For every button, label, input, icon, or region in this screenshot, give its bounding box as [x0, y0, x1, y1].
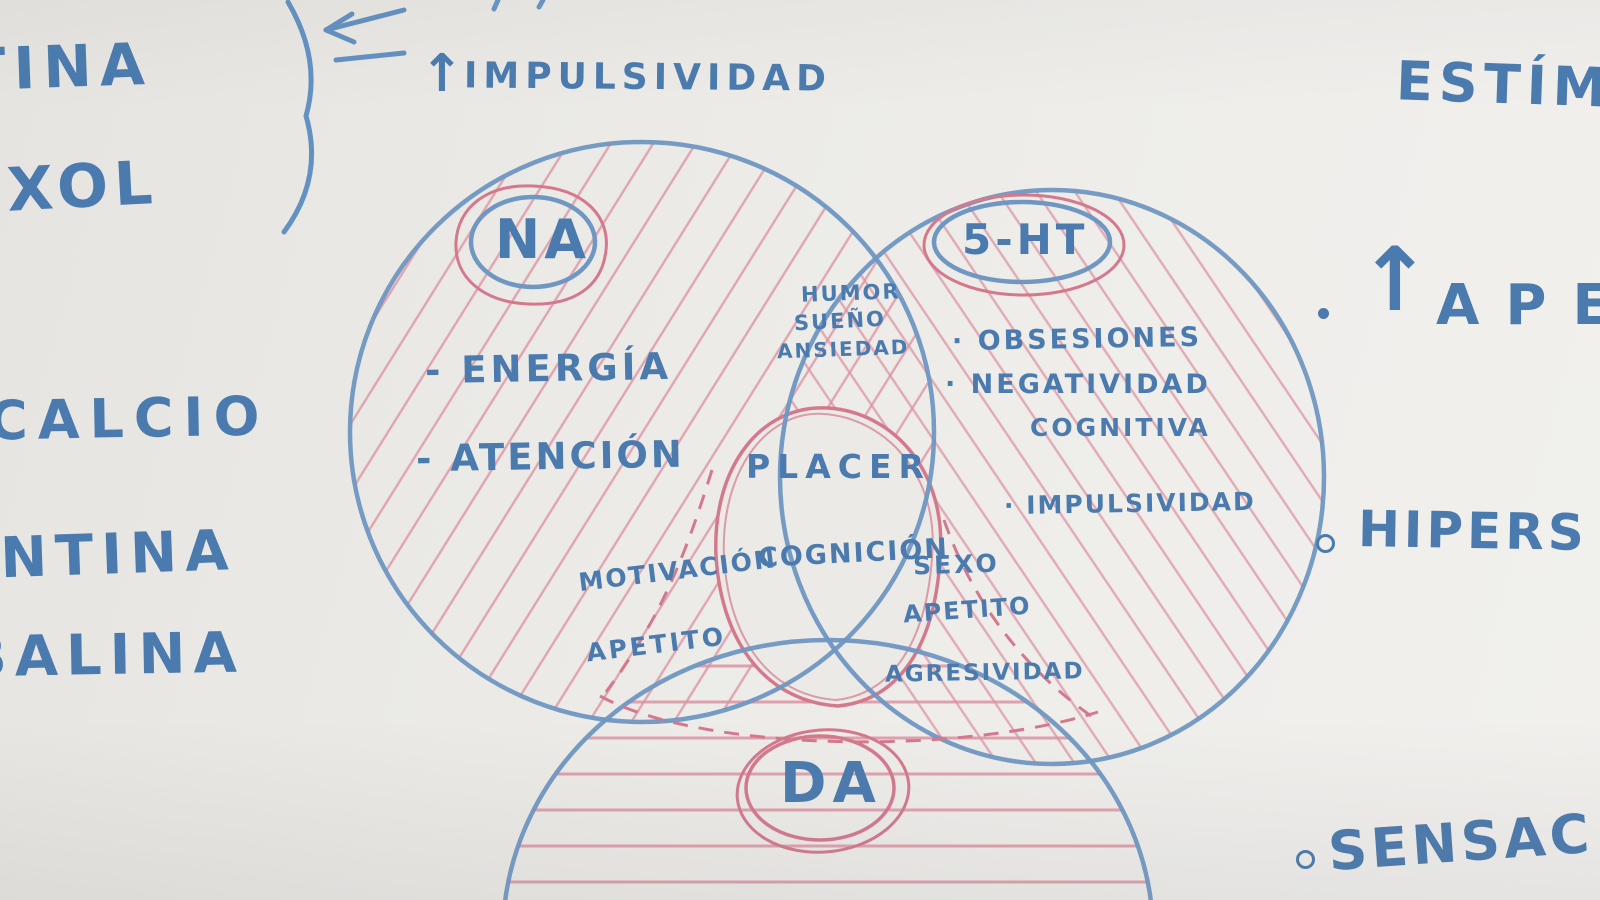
- da-label-oval-pink-outer: [735, 728, 911, 854]
- na-label-oval-pink: [454, 184, 608, 306]
- top-impulsividad-label: IMPULSIVIDAD: [463, 55, 833, 100]
- center-blob-retrace: [722, 412, 934, 702]
- dashed-left-boundary: [604, 469, 714, 693]
- left-note: TINA: [0, 29, 154, 105]
- left-note: EXOL: [0, 147, 161, 229]
- top-cutoff-strokes: [491, 0, 546, 12]
- serotonin-label-oval-blue: [931, 199, 1113, 285]
- dashed-bottom-boundary: [599, 694, 1099, 744]
- serotonin-label-oval-pink: [922, 193, 1126, 297]
- serotonin-item: COGNITIVA: [1030, 413, 1211, 442]
- na-circle: [347, 139, 937, 725]
- bullet-circle: [1316, 534, 1335, 553]
- da-label-oval-pink-inner: [744, 734, 896, 842]
- overlap-na-5ht-line: ANSIEDAD: [776, 334, 910, 364]
- overlap-5ht-da-line: AGRESIVIDAD: [884, 658, 1085, 688]
- serotonin-item: · OBSESIONES: [951, 321, 1203, 358]
- left-note: BALINA: [0, 620, 246, 691]
- left-note: ENTINA: [0, 518, 238, 593]
- na-item: - ATENCIÓN: [415, 432, 686, 481]
- na-item: - ENERGÍA: [424, 344, 673, 393]
- up-arrow-icon: ↑: [420, 44, 464, 104]
- center-line: PLACER: [746, 447, 931, 486]
- left-note: CALCIO: [0, 384, 270, 453]
- da-circle: [503, 637, 1153, 900]
- serotonin-item: · IMPULSIVIDAD: [1003, 486, 1256, 521]
- na-title: NA: [495, 208, 590, 271]
- overlap-na-5ht-line: SUEÑO: [793, 306, 887, 336]
- serotonin-title: 5-HT: [962, 215, 1089, 264]
- left-brace: [281, 0, 315, 235]
- overlap-5ht-da-line: SEXO: [912, 548, 1001, 581]
- up-arrow-icon: ↑: [1358, 228, 1432, 331]
- da-hatch: [505, 640, 1151, 900]
- serotonin-item: · NEGATIVIDAD: [945, 369, 1211, 400]
- na-label-oval-blue: [468, 194, 598, 290]
- right-note-ape: APE: [1436, 273, 1600, 338]
- dashed-right-boundary: [942, 519, 1095, 720]
- da-title: DA: [780, 751, 882, 816]
- right-note-estim: ESTÍM: [1394, 49, 1600, 120]
- right-note-hipers: HIPERS: [1357, 499, 1589, 563]
- bullet-dot: [1318, 308, 1329, 319]
- overlap-na-5ht-line: HUMOR: [800, 279, 901, 307]
- serotonin-circle: [777, 187, 1327, 767]
- bullet-circle: [1296, 850, 1315, 869]
- arrow-scribbles: [323, 7, 407, 63]
